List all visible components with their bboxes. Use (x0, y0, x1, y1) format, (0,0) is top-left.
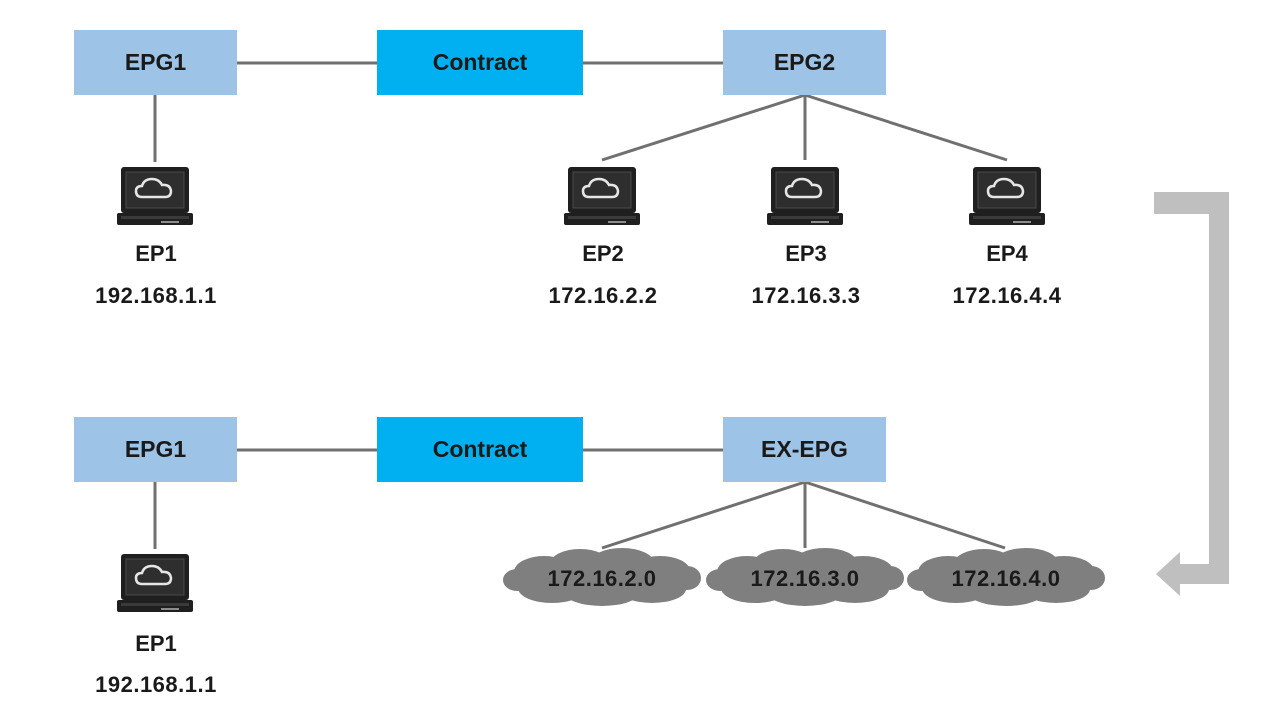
epg1-box: EPG1 (74, 30, 237, 95)
epg2-box: EPG2 (723, 30, 886, 95)
bottom-connectors (153, 448, 1006, 550)
cloud-icon (706, 548, 904, 606)
ep4-ip: 172.16.4.4 (952, 283, 1062, 308)
ep2-name: EP2 (582, 241, 624, 266)
top-connectors (153, 61, 1008, 162)
ep3-name: EP3 (785, 241, 827, 266)
network-clouds (503, 548, 1105, 606)
laptop-cloud-icon (564, 167, 640, 225)
network-label: 172.16.2.0 (547, 566, 657, 591)
ep1-ip: 192.168.1.1 (95, 283, 217, 308)
connector-exepg-net3 (804, 480, 1006, 550)
ep1-name: EP1 (135, 241, 177, 266)
ep2-ip: 172.16.2.2 (548, 283, 658, 308)
ex-epg-box: EX-EPG (723, 417, 886, 482)
laptop-cloud-icon (767, 167, 843, 225)
network-label: 172.16.3.0 (750, 566, 860, 591)
cloud-icon (907, 548, 1105, 606)
ep1-name-bottom: EP1 (135, 631, 177, 656)
elbow-arrow-icon (1154, 192, 1229, 596)
ep3-ip: 172.16.3.3 (751, 283, 861, 308)
contract-box-bottom: Contract (377, 417, 583, 482)
connector-exepg-net1 (601, 480, 806, 550)
ep1-ip-bottom: 192.168.1.1 (95, 672, 217, 697)
laptop-cloud-icon (117, 167, 193, 225)
connector-epg2-ep2 (601, 93, 806, 162)
laptop-cloud-icon (969, 167, 1045, 225)
laptop-cloud-icon (117, 554, 193, 612)
contract-box: Contract (377, 30, 583, 95)
epg1-box-bottom: EPG1 (74, 417, 237, 482)
network-label: 172.16.4.0 (951, 566, 1061, 591)
connector-epg2-ep4 (804, 93, 1008, 162)
cloud-icon (503, 548, 701, 606)
ep4-name: EP4 (986, 241, 1028, 266)
